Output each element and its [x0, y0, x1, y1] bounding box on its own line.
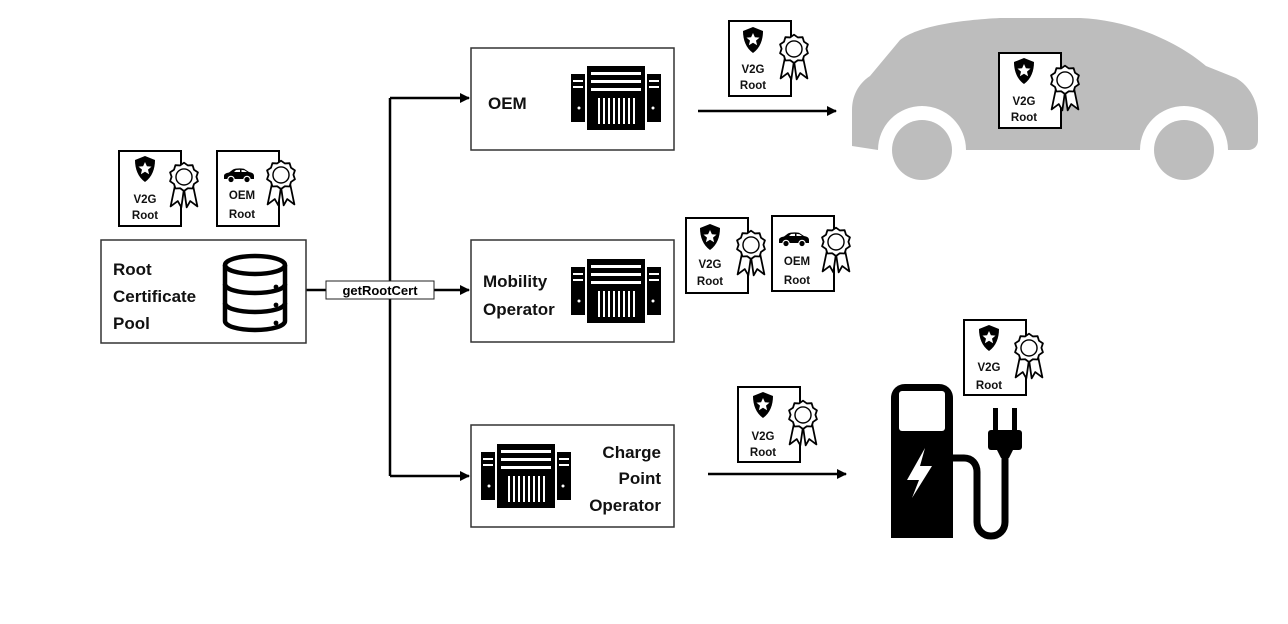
cert-label-line-1: V2G — [751, 431, 774, 443]
cert-label-line-1: V2G — [698, 259, 721, 271]
oem-label: OEM — [488, 94, 527, 113]
rosette-icon — [788, 399, 818, 447]
certificate-icon: OEM Root — [216, 150, 296, 227]
cert-label-line-1: V2G — [977, 362, 1000, 374]
cert-label-line-1: OEM — [229, 190, 255, 202]
certificate-icon: V2G Root — [963, 319, 1044, 396]
cert-label-line-2: Root — [132, 210, 158, 222]
node-mobility-operator: Mobility Operator — [470, 239, 675, 343]
certificate-icon: V2G Root — [685, 217, 766, 294]
charging-station-icon — [891, 384, 1022, 540]
cpo-label-line-3: Operator — [589, 496, 661, 515]
rosette-icon — [736, 229, 766, 277]
lightning-bolt-icon — [907, 448, 932, 498]
plug-icon — [988, 408, 1022, 458]
cert-label-line-2: Root — [784, 275, 810, 287]
cert-label-line-2: Root — [976, 380, 1002, 392]
rosette-icon — [779, 33, 809, 81]
node-oem: OEM — [470, 47, 675, 151]
rosette-icon — [169, 161, 199, 209]
rosette-icon — [266, 159, 296, 207]
charging-station — [891, 384, 1022, 540]
cert-label-line-1: V2G — [133, 194, 156, 206]
cert-label-line-1: OEM — [784, 256, 810, 268]
root-pool-label-line-3: Pool — [113, 314, 150, 333]
certificate-icon: V2G Root — [118, 150, 199, 227]
cert-label-line-2: Root — [697, 276, 723, 288]
certificate-icon: OEM Root — [771, 215, 851, 292]
node-charge-point-operator: Charge Point Operator — [470, 424, 675, 528]
cpo-label-line-2: Point — [619, 469, 662, 488]
certificate-icon: V2G Root — [998, 52, 1080, 129]
cert-label-line-2: Root — [229, 209, 255, 221]
cert-label-line-2: Root — [1011, 112, 1037, 124]
rosette-icon — [821, 226, 851, 274]
cpo-label-line-1: Charge — [602, 443, 661, 462]
certificate-icon: V2G Root — [737, 386, 818, 463]
cert-label-line-2: Root — [740, 80, 766, 92]
server-icon — [571, 259, 661, 323]
rosette-icon — [1014, 332, 1044, 380]
mobility-operator-label-line-2: Operator — [483, 300, 555, 319]
edge-label-text: getRootCert — [342, 283, 418, 298]
cert-label-line-1: V2G — [1012, 96, 1035, 108]
mobility-operator-label-line-1: Mobility — [483, 272, 548, 291]
node-root-certificate-pool: Root Certificate Pool — [100, 239, 307, 344]
edge-label-getrootcert: getRootCert — [325, 280, 435, 300]
server-icon — [481, 444, 571, 508]
server-icon — [571, 66, 661, 130]
cert-label-line-1: V2G — [741, 64, 764, 76]
root-pool-label-line-1: Root — [113, 260, 152, 279]
certificate-icon: V2G Root — [728, 20, 809, 97]
root-pool-label-line-2: Certificate — [113, 287, 196, 306]
cert-label-line-2: Root — [750, 447, 776, 459]
